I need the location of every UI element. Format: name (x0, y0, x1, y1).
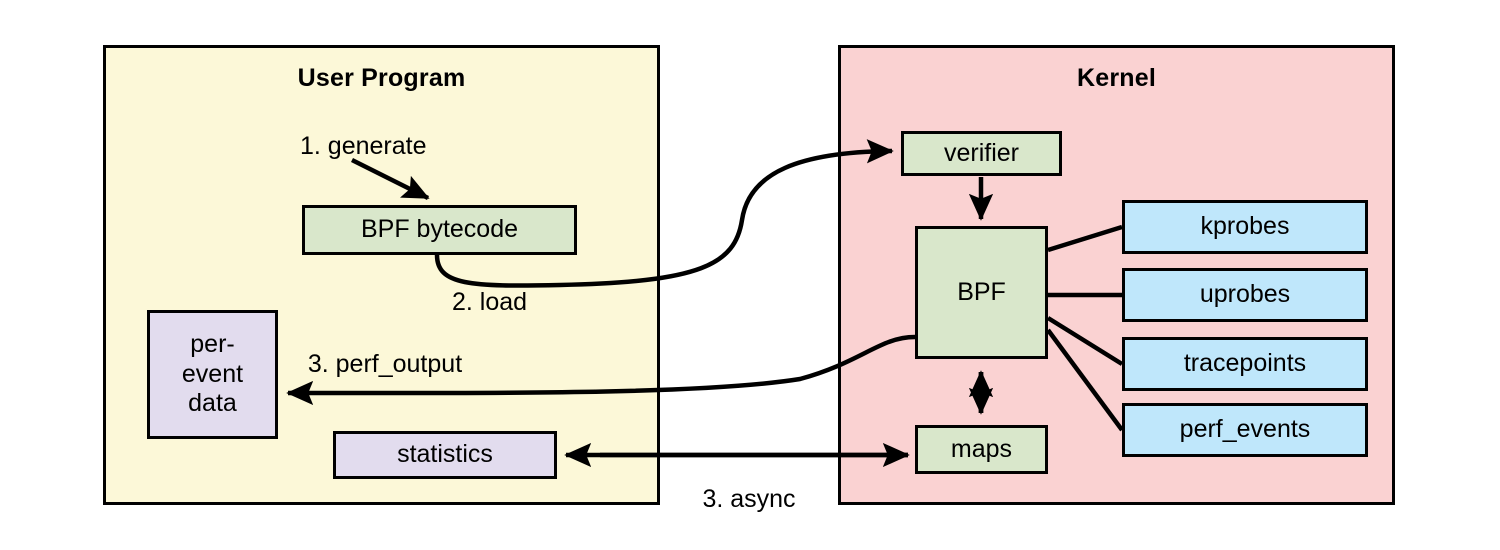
node-bpf-bytecode[interactable]: BPF bytecode (302, 205, 577, 255)
node-tracepoints[interactable]: tracepoints (1122, 337, 1368, 391)
node-verifier[interactable]: verifier (901, 131, 1062, 176)
edge-label-async-read-line-1: 3. async (702, 484, 796, 513)
region-kernel-title: Kernel (1076, 64, 1156, 92)
region-user-program-title: User Program (297, 64, 466, 92)
node-per-event-data-line-2: event (181, 359, 244, 388)
node-per-event-data-line-1: per- (190, 330, 235, 359)
edge-label-load: 2. load (452, 288, 528, 316)
node-bpf[interactable]: BPF (915, 226, 1048, 359)
edge-label-perf-output: 3. perf_output (307, 350, 463, 378)
node-per-event-data[interactable]: per- event data (147, 310, 278, 439)
node-kprobes[interactable]: kprobes (1122, 200, 1368, 254)
node-statistics[interactable]: statistics (333, 431, 557, 479)
node-perf-events[interactable]: perf_events (1122, 403, 1368, 457)
node-per-event-data-line-3: data (188, 389, 237, 418)
edge-label-async-read: 3. async read (702, 415, 795, 550)
node-uprobes[interactable]: uprobes (1122, 268, 1368, 322)
node-maps[interactable]: maps (915, 425, 1048, 474)
edge-label-generate: 1. generate (300, 132, 427, 160)
